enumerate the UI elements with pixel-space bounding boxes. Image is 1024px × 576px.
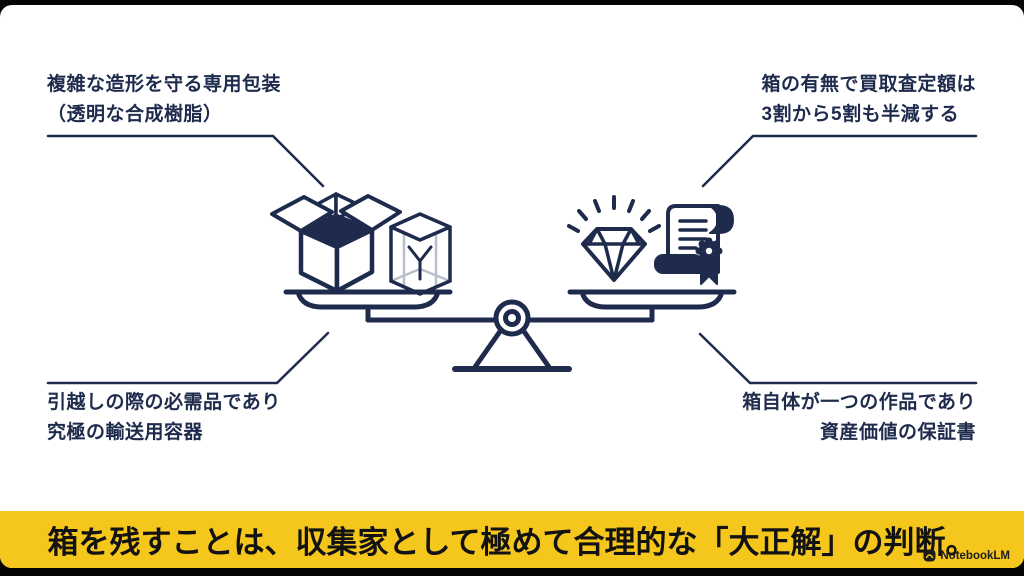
label-top-right-line2: 3割から5割も半減する	[761, 104, 960, 125]
label-bottom-right-line1: 箱自体が一つの作品であり	[742, 392, 976, 413]
label-top-right: 箱の有無で買取査定額は 3割から5割も半減する	[761, 70, 976, 130]
label-bottom-right-line2: 資産価値の保証書	[819, 422, 976, 443]
label-bottom-left-line1: 引越しの際の必需品であり	[47, 392, 281, 413]
label-top-left: 複雑な造形を守る専用包装 （透明な合成樹脂）	[47, 70, 281, 130]
notebooklm-logo-icon	[923, 549, 936, 562]
slide-content-area: 箱を残すことは、収集家として極めて合理的な「大正解」の判断。	[0, 5, 1024, 568]
label-top-left-line1: 複雑な造形を守る専用包装	[47, 74, 282, 95]
watermark-text: NotebookLM	[940, 549, 1010, 562]
label-top-left-line2: （透明な合成樹脂）	[47, 104, 223, 125]
banner-text: 箱を残すことは、収集家として極めて合理的な「大正解」の判断。	[47, 525, 977, 560]
label-top-right-line1: 箱の有無で買取査定額は	[761, 74, 976, 95]
label-bottom-right: 箱自体が一つの作品であり 資産価値の保証書	[742, 388, 976, 448]
label-bottom-left-line2: 究極の輸送用容器	[47, 422, 204, 443]
label-bottom-left: 引越しの際の必需品であり 究極の輸送用容器	[47, 388, 281, 448]
watermark: NotebookLM	[923, 549, 1010, 562]
bottom-banner: 箱を残すことは、収集家として極めて合理的な「大正解」の判断。	[0, 511, 1024, 568]
